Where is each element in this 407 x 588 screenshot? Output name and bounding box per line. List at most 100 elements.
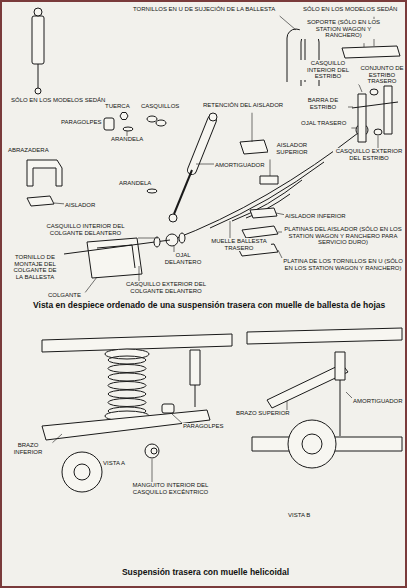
part-label: TORNILLO DE MONTAJE DEL COLGANTE DE LA B… <box>8 254 62 281</box>
coil-turn <box>108 382 146 390</box>
shock-outline <box>192 120 212 170</box>
main-leaf <box>172 130 362 240</box>
leader-line <box>351 128 357 129</box>
shock-rod <box>174 170 192 214</box>
upper-insulator <box>260 176 278 184</box>
leader-line <box>280 16 296 30</box>
part-label: ARANDELA <box>110 136 144 143</box>
part-label: PLATINA DE LOS TORNILLOS EN U (SÓLO EN L… <box>281 258 405 271</box>
leader-line <box>378 136 379 148</box>
part-label: BRAZO INFERIOR <box>7 442 49 455</box>
part-label: OJAL DELANTERO <box>162 252 204 265</box>
insulator-pad <box>27 196 54 206</box>
part-label: AISLADOR SUPERIOR <box>268 142 316 155</box>
leader-line <box>348 107 353 108</box>
part-label: VISTA B <box>287 512 311 519</box>
washer <box>123 127 133 131</box>
retainer <box>240 140 268 154</box>
bushing <box>179 233 185 243</box>
lower-insulator <box>250 208 277 218</box>
coil-turn <box>108 365 146 373</box>
part-label: CASQUILLO EXTERIOR DEL COLGANTE DELANTER… <box>120 281 212 294</box>
shock-rod <box>340 380 341 436</box>
part-label: TORNILLOS EN U DE SUJECIÓN DE LA BALLEST… <box>132 6 276 13</box>
part-label: TUERCA <box>104 103 131 110</box>
leader-line <box>54 203 64 205</box>
leader-line <box>139 266 140 281</box>
shackle-bar <box>384 86 392 134</box>
part-label: AISLADOR INFERIOR <box>284 213 347 220</box>
bushing <box>145 444 159 458</box>
part-label: PARAGOLPES <box>182 423 225 430</box>
part-label: CASQUILLOS <box>140 103 180 110</box>
plate <box>242 226 278 238</box>
part-label: MANGUITO INTERIOR DEL CASQUILLO EXCÉNTRI… <box>122 482 219 495</box>
shock-eye <box>169 214 177 222</box>
differential <box>288 420 336 468</box>
leader-line <box>52 434 62 443</box>
frame-rail <box>247 328 402 344</box>
coil-spring <box>108 356 146 415</box>
hanger <box>87 238 142 278</box>
part-label: PARAGOLPES <box>60 119 103 126</box>
leader-line <box>359 84 362 92</box>
part-label: RETENCIÓN DEL AISLADOR <box>202 102 284 109</box>
coil-turn <box>108 390 146 398</box>
leader-line <box>270 159 271 176</box>
part-label: CASQUILLO INTERIOR DEL ESTRIBO <box>300 60 356 80</box>
leader-lines <box>52 16 378 482</box>
part-label: BRAZO SUPERIOR <box>235 410 291 417</box>
part-label: ARANDELA <box>118 180 152 187</box>
part-label: SOPORTE (SÓLO EN LOS STATION WAGON Y RAN… <box>300 19 387 39</box>
nut <box>120 113 128 120</box>
part-label: BARRA DE ESTRIBO <box>302 97 344 110</box>
clamp <box>27 160 62 186</box>
figure-caption: Suspensión trasera con muelle helicoidal <box>121 568 290 578</box>
bump-stop <box>162 404 174 413</box>
shock-body <box>32 16 44 64</box>
leader-line <box>364 43 365 47</box>
part-label: VISTA A <box>102 460 126 467</box>
shackle-bar <box>358 94 366 142</box>
shock-body <box>192 120 212 170</box>
washer <box>147 189 157 193</box>
part-label: SÓLO EN LOS MODELOS SEDÁN <box>302 6 398 13</box>
shock-eye <box>35 88 41 94</box>
leader-line <box>252 113 253 142</box>
leader-line <box>172 414 183 424</box>
part-label: PLATINAS DEL AISLADOR (SÓLO EN LOS STATI… <box>282 226 404 246</box>
part-label: AMORTIGUADOR <box>352 398 404 405</box>
coil-turn <box>108 373 146 381</box>
part-label: OJAL TRASERO <box>300 120 347 127</box>
part-label: COLGANTE <box>47 292 82 299</box>
leader-line <box>138 238 158 239</box>
part-label: ABRAZADERA <box>7 147 50 154</box>
part-label: CASQUILLO INTERIOR DEL COLGANTE DELANTER… <box>37 223 134 236</box>
bushing <box>370 89 378 95</box>
axle-hub <box>74 464 90 480</box>
suspension-drawing <box>27 8 402 492</box>
shock-rod <box>38 64 39 88</box>
leader-line <box>230 221 231 238</box>
shock-eye <box>34 8 42 16</box>
shock-rod <box>195 385 196 407</box>
bushing <box>147 116 157 122</box>
bushing <box>156 120 166 126</box>
axle <box>62 452 102 492</box>
coil-turn <box>108 356 146 364</box>
figure-caption: Vista en despiece ordenado de una suspen… <box>32 301 386 311</box>
leader-line <box>152 459 153 482</box>
part-label: MUELLE BALLESTA TRASERO <box>207 238 271 251</box>
bushing <box>154 237 160 247</box>
differential-cover <box>302 434 322 454</box>
part-label: SÓLO EN LOS MODELOS SEDÁN <box>10 97 106 104</box>
bump-stop <box>104 118 114 130</box>
shock-eye <box>209 113 217 121</box>
leader-line <box>85 277 97 292</box>
bracket <box>342 46 400 58</box>
shock-body <box>335 352 345 380</box>
leader-line <box>196 164 214 165</box>
part-label: AISLADOR <box>64 202 96 209</box>
shackle-pin <box>352 102 398 108</box>
